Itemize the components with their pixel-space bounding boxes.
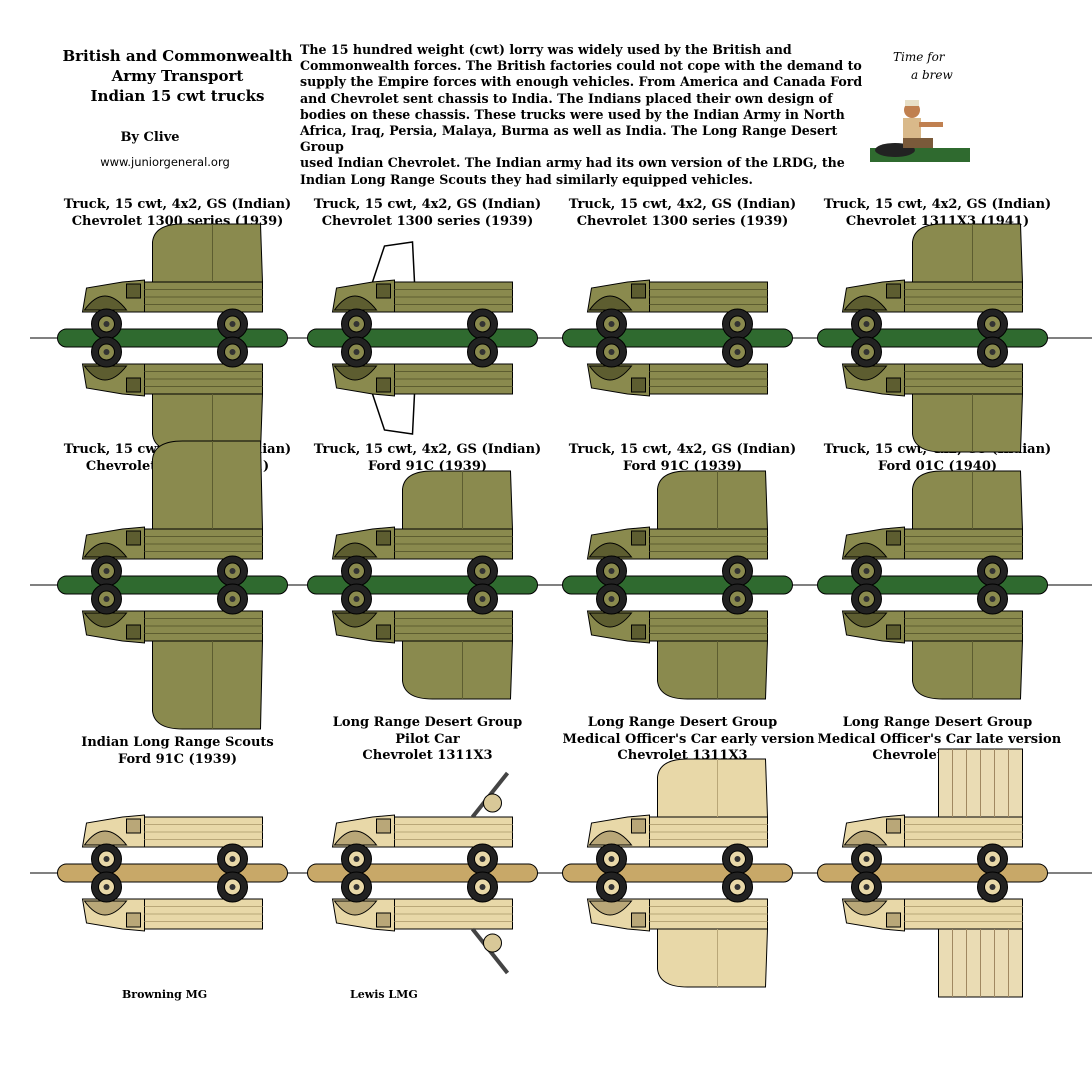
vehicle-7: [562, 470, 793, 700]
truck-side-view-mirrored: [331, 583, 514, 700]
vehicle-caption: Truck, 15 cwt, 4x2, GS (Indian)Chevrolet…: [308, 197, 548, 230]
vehicle-3: [562, 279, 793, 397]
vehicle-caption: Truck, 15 cwt, 4x2, GS (Indian)Ford 91C …: [308, 442, 548, 475]
vehicle-4: [817, 223, 1048, 453]
truck-side-view: [586, 279, 768, 340]
caption-line: Medical Officer's Car early version: [562, 731, 815, 747]
note-lewis: Lewis LMG: [350, 988, 418, 1001]
brew-caption: Time for a brew: [893, 50, 953, 82]
truck-side-view: [331, 241, 513, 340]
vehicle-1: [57, 223, 288, 453]
caption-line: Truck, 15 cwt, 4x2, GS (Indian): [63, 197, 292, 212]
vehicle-9: [57, 814, 288, 932]
vehicle-base: [57, 328, 288, 348]
truck-side-view: [81, 814, 263, 875]
caption-line: Long Range Desert Group: [842, 715, 1033, 730]
caption-line: Ford 91C (1939): [117, 751, 238, 767]
truck-side-view-mirrored: [586, 871, 769, 988]
vehicle-base: [562, 328, 793, 348]
caption-line: Chevrolet 1300 series (1939): [576, 213, 789, 229]
truck-side-view-mirrored: [331, 871, 513, 975]
vehicle-10: [307, 771, 538, 975]
caption-line: Long Range Desert Group: [587, 715, 778, 730]
caption-line: Indian Long Range Scouts: [81, 735, 274, 750]
vehicle-base: [307, 575, 538, 595]
intro-line: Africa, Iraq, Persia, Malaya, Burma as w…: [300, 123, 838, 155]
vehicle-11: [562, 758, 793, 988]
truck-side-view: [81, 223, 264, 340]
intro-line: used Indian Chevrolet. The Indian army h…: [300, 155, 845, 171]
vehicle-caption: Truck, 15 cwt, 4x2, GS (Indian)Chevrolet…: [563, 197, 803, 230]
vehicle-2: [307, 241, 538, 435]
intro-line: and Chevrolet sent chassis to India. The…: [300, 90, 833, 106]
caption-line: Ford 91C (1939): [367, 458, 488, 474]
caption-line: Truck, 15 cwt, 4x2, GS (Indian): [313, 197, 542, 212]
intro-line: Commonwealth forces. The British factori…: [300, 58, 862, 74]
intro-line: supply the Empire forces with enough veh…: [300, 74, 863, 90]
truck-side-view-mirrored: [841, 336, 1024, 453]
truck-side-view-mirrored: [586, 583, 769, 700]
truck-side-view: [841, 223, 1024, 340]
vehicle-base: [817, 863, 1048, 883]
title-line-2: Army Transport: [111, 67, 244, 85]
truck-side-view-mirrored: [81, 871, 263, 932]
intro-line: bodies on these chassis. These trucks we…: [300, 106, 845, 122]
vehicle-base: [57, 575, 288, 595]
vehicle-base: [307, 863, 538, 883]
page-title: British and Commonwealth Army Transport …: [55, 46, 300, 106]
website-link[interactable]: www.juniorgeneral.org: [100, 155, 230, 169]
vehicle-6: [307, 470, 538, 700]
vehicle-base: [307, 328, 538, 348]
caption-line: Ford 01C (1940): [877, 458, 998, 474]
brew-line-2: a brew: [911, 68, 953, 82]
intro-text: The 15 hundred weight (cwt) lorry was wi…: [300, 42, 875, 188]
truck-side-view-mirrored: [586, 336, 768, 397]
caption-line: Truck, 15 cwt, 4x2, GS (Indian): [568, 197, 797, 212]
byline: By Clive: [120, 130, 180, 145]
caption-line: Truck, 15 cwt, 4x2, GS (Indian): [568, 442, 797, 457]
intro-line: Indian Long Range Scouts they had simila…: [300, 171, 753, 187]
note-browning: Browning MG: [122, 988, 208, 1001]
caption-line: Long Range Desert Group: [332, 715, 523, 730]
truck-side-view-mirrored: [81, 583, 264, 730]
caption-line: Chevrolet 1300 series (1939): [321, 213, 534, 229]
vehicle-base: [57, 863, 288, 883]
caption-line: Medical Officer's Car late version: [817, 731, 1062, 747]
caption-line: Ford 91C (1939): [622, 458, 743, 474]
intro-line: The 15 hundred weight (cwt) lorry was wi…: [300, 42, 792, 57]
truck-side-view: [841, 748, 1023, 875]
caption-line: Truck, 15 cwt, 4x2, GS (Indian): [313, 442, 542, 457]
vehicle-base: [817, 575, 1048, 595]
vehicle-8: [817, 470, 1048, 700]
title-line-1: British and Commonwealth: [62, 47, 293, 65]
truck-side-view: [81, 440, 264, 587]
truck-side-view: [331, 470, 514, 587]
brew-line-1: Time for: [893, 50, 945, 64]
truck-side-view: [586, 758, 769, 875]
vehicle-12: [817, 748, 1048, 998]
vehicle-5: [57, 440, 288, 730]
truck-side-view: [331, 771, 513, 875]
vehicle-base: [817, 328, 1048, 348]
caption-line: Truck, 15 cwt, 4x2, GS (Indian): [823, 197, 1052, 212]
truck-side-view: [586, 470, 769, 587]
caption-line: Pilot Car: [395, 731, 460, 747]
truck-side-view-mirrored: [841, 871, 1023, 998]
truck-side-view-mirrored: [331, 336, 513, 435]
vehicle-base: [562, 863, 793, 883]
truck-side-view: [841, 470, 1024, 587]
caption-line: Chevrolet 1311X3: [362, 748, 493, 763]
vehicle-caption: Truck, 15 cwt, 4x2, GS (Indian)Ford 91C …: [563, 442, 803, 475]
vehicle-base: [562, 575, 793, 595]
truck-side-view-mirrored: [81, 336, 264, 453]
title-line-3: Indian 15 cwt trucks: [90, 87, 265, 105]
truck-side-view-mirrored: [841, 583, 1024, 700]
